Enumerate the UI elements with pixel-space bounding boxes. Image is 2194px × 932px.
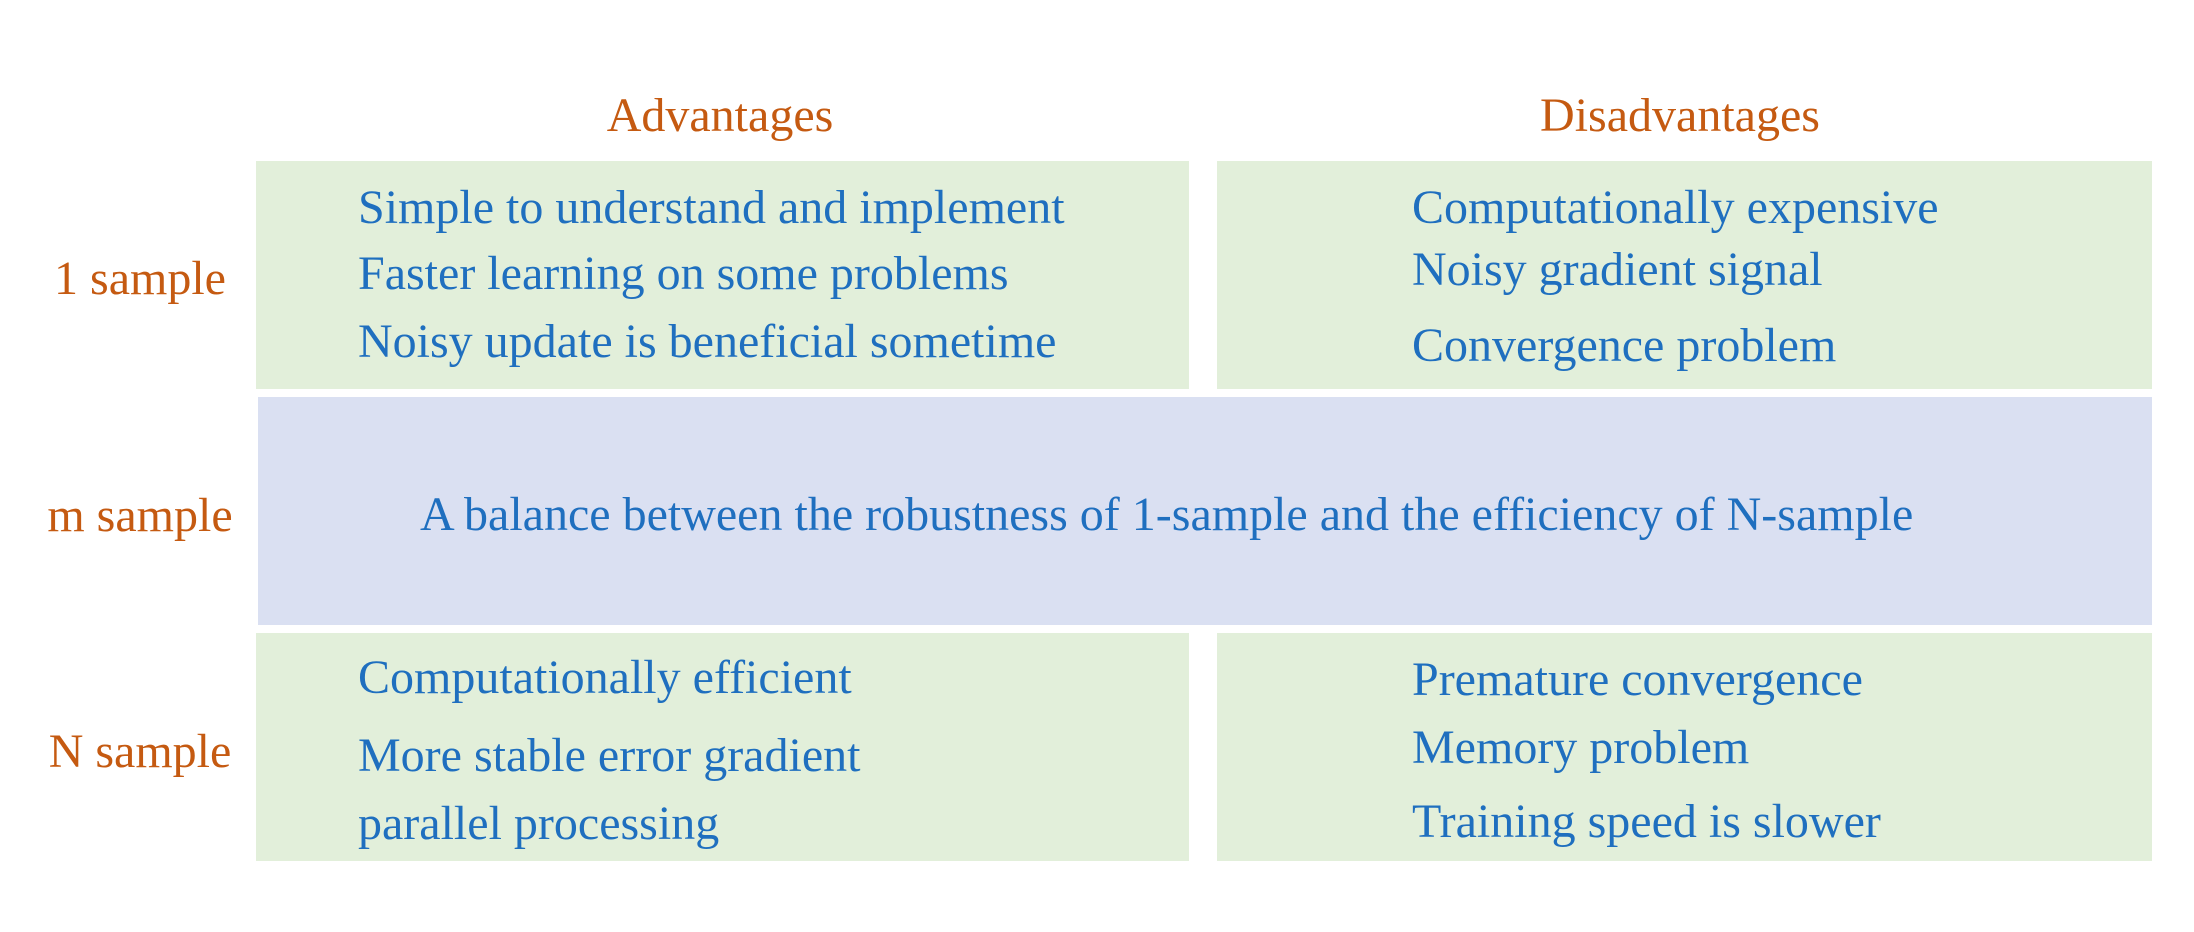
advantage-item: More stable error gradient [358, 729, 861, 782]
disadvantage-item: Premature convergence [1412, 653, 1863, 706]
row-label-1-sample: 1 sample [54, 252, 226, 305]
advantage-item: Faster learning on some problems [358, 247, 1009, 300]
m-sample-summary-text: A balance between the robustness of 1-sa… [420, 488, 1914, 541]
row-label-n-sample: N sample [48, 725, 232, 778]
disadvantages-header: Disadvantages [1540, 89, 1820, 142]
disadvantage-item: Memory problem [1412, 721, 1750, 774]
advantage-item: parallel processing [358, 797, 720, 850]
cell-1-sample-disadvantages [1217, 161, 2152, 389]
advantage-item: Simple to understand and implement [358, 181, 1065, 234]
cell-n-sample-disadvantages [1217, 633, 2152, 861]
disadvantage-item: Computationally expensive [1412, 181, 1939, 234]
cell-n-sample-advantages [256, 633, 1189, 861]
cell-1-sample-advantages [256, 161, 1189, 389]
advantage-item: Noisy update is beneficial sometime [358, 315, 1057, 368]
advantage-item: Computationally efficient [358, 651, 852, 704]
row-label-m-sample: m sample [47, 489, 233, 542]
disadvantage-item: Noisy gradient signal [1412, 243, 1823, 296]
cell-m-sample-summary [258, 397, 2152, 625]
disadvantage-item: Training speed is slower [1412, 795, 1881, 848]
advantages-header: Advantages [606, 89, 834, 142]
disadvantage-item: Convergence problem [1412, 319, 1837, 372]
